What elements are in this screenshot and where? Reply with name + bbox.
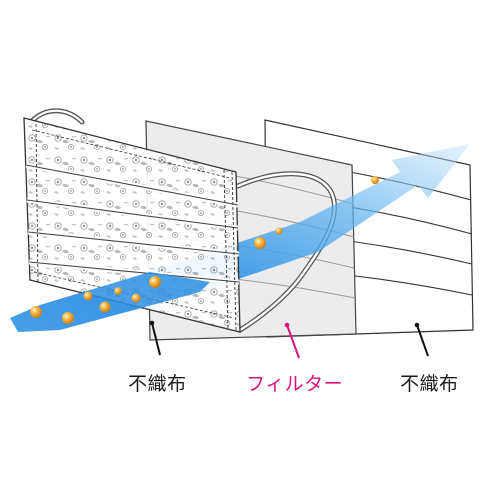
dust-particle-icon <box>99 301 111 313</box>
dust-particle-icon <box>114 287 122 295</box>
dust-particle-icon <box>275 227 283 235</box>
inner-layer-label: 不織布 <box>400 373 459 395</box>
filter-layer-label: フィルター <box>246 373 344 395</box>
inner-layer-leader-line <box>416 324 429 357</box>
dust-particle-icon <box>131 293 141 303</box>
outer-layer-label: 不織布 <box>128 373 187 395</box>
outer-layer-leader-line <box>151 322 161 356</box>
dust-particle-icon <box>371 176 379 184</box>
dust-particle-icon <box>149 276 161 288</box>
dust-particles <box>30 176 379 324</box>
filter-leader-line <box>286 324 300 359</box>
dust-particle-icon <box>30 306 42 318</box>
dust-particle-icon <box>83 291 93 301</box>
dust-particle-icon <box>62 312 74 324</box>
dust-particle-icon <box>254 237 266 249</box>
